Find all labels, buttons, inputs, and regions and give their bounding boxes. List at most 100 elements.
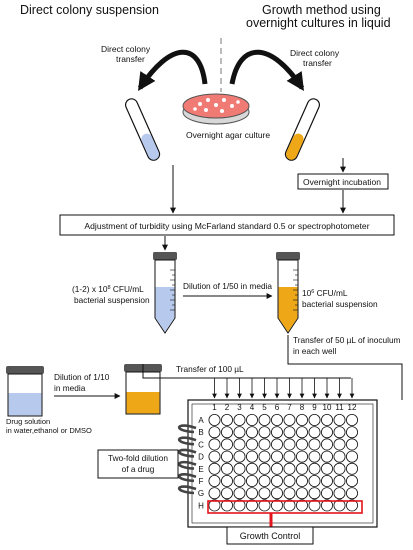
well-A1: [208, 413, 221, 426]
well-E6: [270, 462, 283, 475]
inoculum-label-2: in each well: [293, 346, 337, 356]
curved-arrow-left: [137, 49, 208, 92]
well-D10: [320, 450, 333, 463]
spiral-loop: [177, 485, 197, 495]
row-label-B: B: [198, 428, 203, 437]
well-G1: [208, 487, 221, 500]
well-A10: [320, 413, 333, 426]
well-D2: [220, 450, 233, 463]
well-C8: [295, 438, 308, 451]
column-label-9: 9: [312, 403, 317, 412]
well-C1: [208, 438, 221, 451]
right-transfer-label-2: transfer: [303, 58, 332, 68]
curved-arrow-right: [229, 49, 305, 92]
column-label-4: 4: [250, 403, 255, 412]
well-B10: [320, 426, 333, 439]
drug-solution-label-2: in water,ethanol or DMSO: [6, 426, 92, 435]
well-E3: [233, 462, 246, 475]
growth-control-row-highlight: [207, 500, 363, 514]
well-C7: [283, 438, 296, 451]
well-G12: [345, 487, 358, 500]
well-C6: [270, 438, 283, 451]
well-B11: [333, 426, 346, 439]
well-H3: [233, 499, 246, 512]
two-fold-label-1: Two-fold dilution: [108, 453, 168, 463]
well-H12: [345, 499, 358, 512]
well-D1: [208, 450, 221, 463]
well-A5: [258, 413, 271, 426]
well-D7: [283, 450, 296, 463]
well-G9: [308, 487, 321, 500]
well-A8: [295, 413, 308, 426]
well-G7: [283, 487, 296, 500]
drug-solution-label-1: Drug solution: [6, 417, 50, 426]
well-D4: [245, 450, 258, 463]
falcon-tube-blue-icon: [153, 252, 177, 334]
overnight-incubation-label: Overnight incubation: [303, 177, 381, 187]
well-H11: [333, 499, 346, 512]
well-D6: [270, 450, 283, 463]
well-C2: [220, 438, 233, 451]
transfer-100-label: Transfer of 100 µL: [176, 364, 244, 374]
drug-solution-jar-icon: [6, 366, 44, 417]
well-F5: [258, 474, 271, 487]
left-suspension-conc: (1-2) x 108 CFU/mL: [72, 284, 144, 294]
well-C10: [320, 438, 333, 451]
well-E8: [295, 462, 308, 475]
well-B7: [283, 426, 296, 439]
well-H9: [308, 499, 321, 512]
well-A9: [308, 413, 321, 426]
well-H7: [283, 499, 296, 512]
overnight-incubation-box: [297, 173, 389, 190]
agar-culture-label: Overnight agar culture: [186, 130, 270, 140]
row-label-G: G: [198, 489, 204, 498]
well-F7: [283, 474, 296, 487]
well-B1: [208, 426, 221, 439]
test-tube-blue-icon: [124, 98, 161, 161]
well-G11: [333, 487, 346, 500]
well-H4: [245, 499, 258, 512]
two-fold-dilution-box: [97, 449, 179, 479]
well-C12: [345, 438, 358, 451]
row-label-D: D: [198, 453, 204, 462]
well-D12: [345, 450, 358, 463]
row-label-F: F: [199, 477, 204, 486]
row-label-E: E: [198, 465, 203, 474]
well-B8: [295, 426, 308, 439]
well-B2: [220, 426, 233, 439]
well-B3: [233, 426, 246, 439]
well-F6: [270, 474, 283, 487]
test-tube-orange-icon: [284, 98, 321, 161]
left-transfer-label-1: Direct colony: [101, 44, 151, 54]
left-suspension-label: bacterial suspension: [74, 295, 150, 305]
well-C5: [258, 438, 271, 451]
well-H6: [270, 499, 283, 512]
well-B9: [308, 426, 321, 439]
wells: [208, 413, 358, 512]
well-D8: [295, 450, 308, 463]
well-B12: [345, 426, 358, 439]
column-label-2: 2: [225, 403, 230, 412]
well-A11: [333, 413, 346, 426]
heading-overnight-method-2: overnight cultures in liquid: [246, 16, 391, 30]
well-G4: [245, 487, 258, 500]
well-F8: [295, 474, 308, 487]
column-label-3: 3: [237, 403, 242, 412]
well-C11: [333, 438, 346, 451]
well-D5: [258, 450, 271, 463]
well-B5: [258, 426, 271, 439]
well-D3: [233, 450, 246, 463]
inoculum-transfer-line: [287, 335, 403, 400]
well-F12: [345, 474, 358, 487]
left-transfer-label-2: transfer: [116, 54, 145, 64]
growth-control-label: Growth Control: [240, 531, 301, 541]
well-F3: [233, 474, 246, 487]
column-label-11: 11: [335, 403, 344, 412]
well-H5: [258, 499, 271, 512]
column-label-10: 10: [323, 403, 332, 412]
well-A12: [345, 413, 358, 426]
column-label-1: 1: [212, 403, 217, 412]
row-label-C: C: [198, 440, 204, 449]
well-E4: [245, 462, 258, 475]
